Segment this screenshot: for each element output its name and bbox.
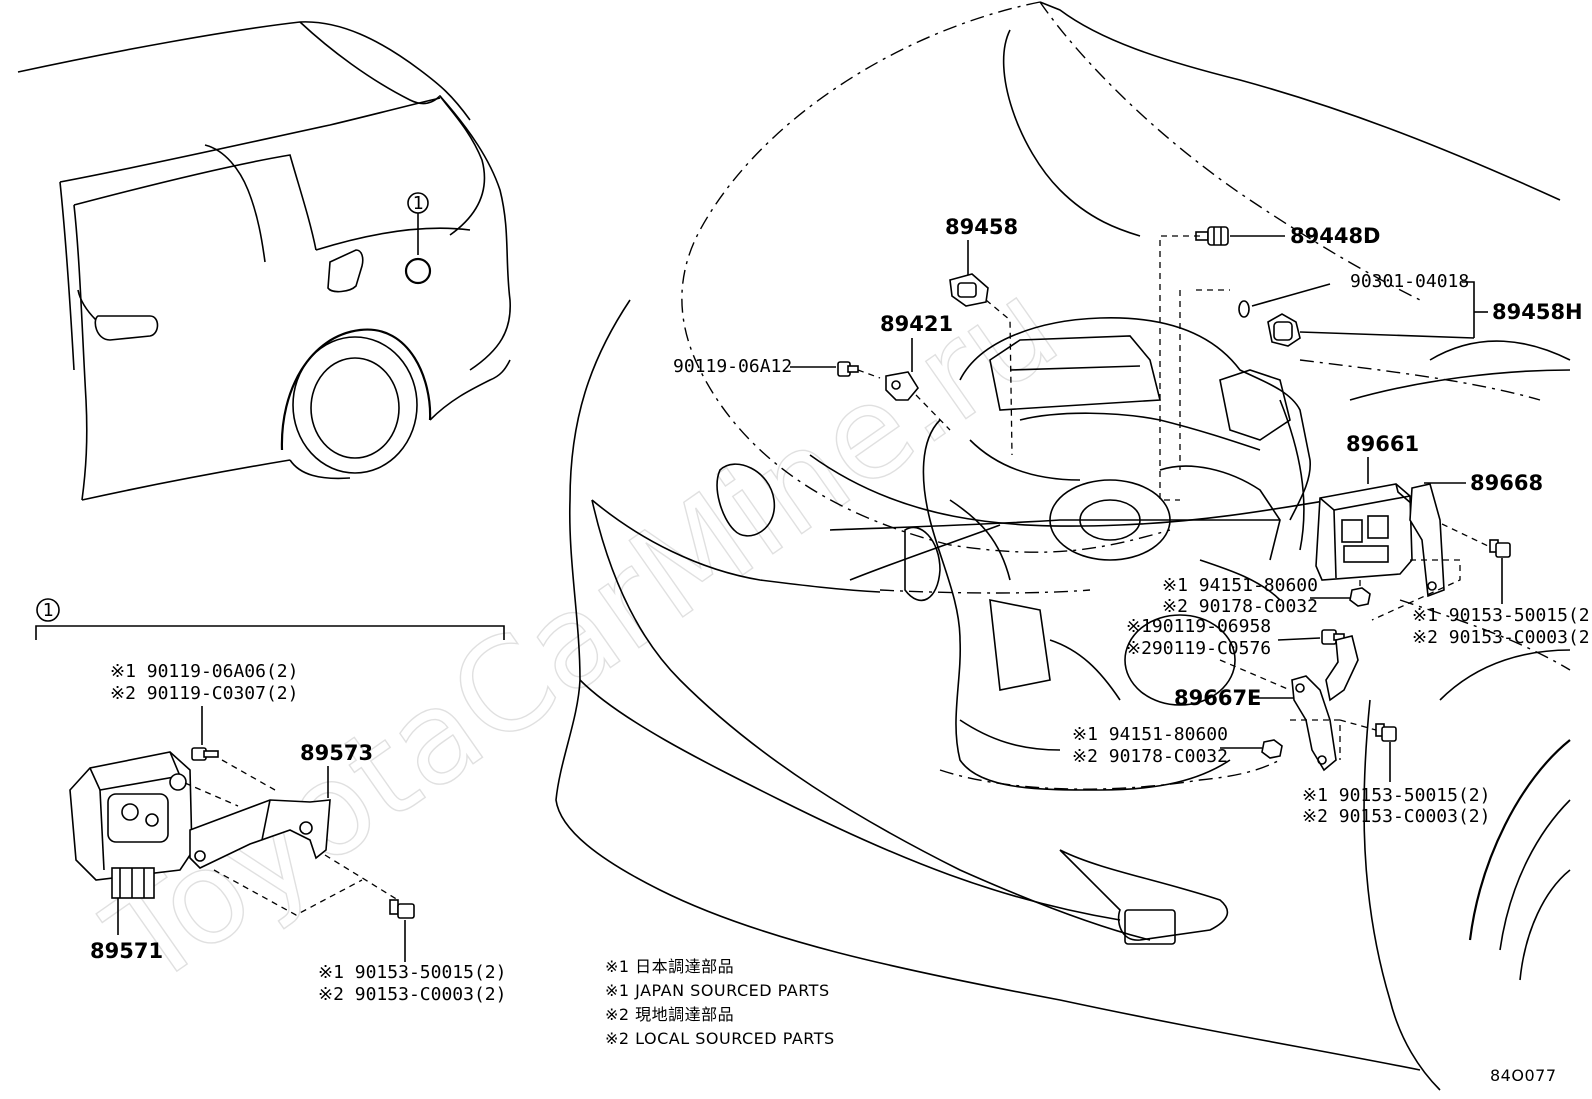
inset-bracket-icon — [189, 799, 331, 869]
inset-bracket-number: 89573 — [300, 741, 373, 765]
inset-detail: 1 ※1 90119-06A06(2) ※2 90119-C0307(2) 89… — [35, 598, 506, 1005]
label-89668: 89668 — [1470, 471, 1543, 495]
label-bolt-mid-local: ※290119-C0576 — [1126, 638, 1271, 659]
inset-module-icon — [69, 751, 193, 899]
inset-module-number: 89571 — [90, 939, 163, 963]
bolt-bottom-right-icon — [1375, 723, 1397, 742]
front-vehicle-view — [555, 1, 1571, 1091]
label-nut2-local: ※2 90178-C0032 — [1072, 746, 1228, 767]
nut2-icon — [1261, 739, 1283, 759]
inset-bolt-bottom-japan: ※1 90153-50015(2) — [318, 962, 506, 983]
diagram-code: 84O077 — [1490, 1066, 1557, 1085]
label-89661: 89661 — [1346, 432, 1419, 456]
legend-line-1: ※1 日本調達部品 — [605, 957, 734, 976]
washer-icon — [1238, 300, 1250, 318]
legend-line-4: ※2 LOCAL SOURCED PARTS — [605, 1029, 835, 1048]
label-bolt-right-japan: ※1 90153-50015(2) — [1412, 605, 1592, 626]
ecu-89661-icon — [1315, 483, 1413, 581]
label-bolt-bottom-japan: ※1 90153-50015(2) — [1302, 785, 1490, 806]
bracket-89668-icon — [1409, 483, 1445, 598]
sourcing-legend: ※1 日本調達部品 ※1 JAPAN SOURCED PARTS ※2 現地調達… — [605, 957, 835, 1048]
label-bolt-right-local: ※2 90153-C0003(2) — [1412, 627, 1592, 648]
sensor-89448D-icon — [1195, 226, 1229, 246]
bolt-mid-icon — [1321, 629, 1345, 645]
inset-bolt-top-japan: ※1 90119-06A06(2) — [110, 661, 298, 682]
inset-bracket-line — [35, 625, 505, 640]
nut1-icon — [1349, 587, 1371, 607]
label-90119-06A12: 90119-06A12 — [673, 356, 792, 377]
label-90301-04018: 90301-04018 — [1350, 271, 1469, 292]
rear-vehicle-view: 1 — [17, 21, 511, 501]
bracket-89667E-icon — [1291, 635, 1359, 772]
module-location-marker — [404, 257, 432, 285]
label-nut1-japan: ※1 94151-80600 — [1162, 575, 1318, 596]
inset-marker-number: 1 — [43, 600, 54, 621]
label-bolt-mid-japan: ※190119-06958 — [1126, 616, 1271, 637]
sensor-89458H-icon — [1267, 313, 1301, 347]
label-nut2-japan: ※1 94151-80600 — [1072, 724, 1228, 745]
label-bolt-bottom-local: ※2 90153-C0003(2) — [1302, 806, 1490, 827]
label-89458: 89458 — [945, 215, 1018, 239]
inset-bolt-top-local: ※2 90119-C0307(2) — [110, 683, 298, 704]
legend-line-3: ※2 現地調達部品 — [605, 1005, 734, 1024]
headlamp-outline — [716, 463, 776, 537]
legend-line-2: ※1 JAPAN SOURCED PARTS — [605, 981, 830, 1000]
callout-marker-number: 1 — [413, 193, 424, 214]
label-nut1-local: ※2 90178-C0032 — [1162, 596, 1318, 617]
label-89667E: 89667E — [1174, 686, 1261, 710]
foglamp-outline — [1059, 849, 1229, 941]
inset-marker-circle — [36, 598, 60, 622]
bolt-90119-06A12-icon — [837, 361, 859, 377]
label-89448D: 89448D — [1290, 224, 1381, 248]
label-89458H: 89458H — [1492, 300, 1583, 324]
inset-bolt-bottom-local: ※2 90153-C0003(2) — [318, 984, 506, 1005]
inset-bolt-bottom-icon — [389, 899, 415, 919]
sensor-89458-icon — [949, 273, 989, 307]
label-89421: 89421 — [880, 312, 953, 336]
inset-bolt-top-icon — [191, 747, 219, 761]
watermark-text: ToyotaCarMine.ru — [81, 252, 1083, 1016]
sensor-89421-icon — [885, 371, 919, 401]
engine-bay-parts: 89458 89448D 90301-04018 89458H — [673, 215, 1592, 827]
bolt-right-icon — [1489, 539, 1511, 558]
